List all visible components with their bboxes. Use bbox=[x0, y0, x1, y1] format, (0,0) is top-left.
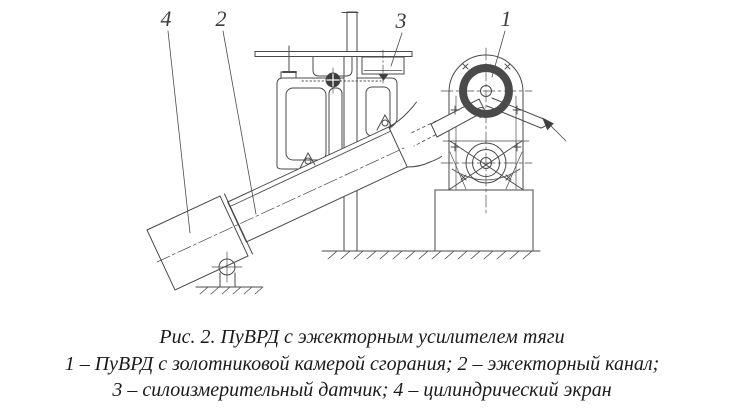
bell-mouth bbox=[388, 101, 417, 128]
callout-label-3: 3 bbox=[395, 8, 407, 33]
force-sensor bbox=[361, 49, 405, 84]
engine-pedestal bbox=[434, 189, 534, 252]
support-column bbox=[341, 11, 359, 252]
pulsejet-engine bbox=[430, 47, 567, 252]
tube-centerline bbox=[156, 147, 405, 263]
ground-hatching bbox=[327, 250, 533, 260]
figure-caption-block: Рис. 2. ПуВРД с эжекторным усилителем тя… bbox=[0, 324, 724, 403]
fuel-line bbox=[486, 97, 567, 142]
figure-legend-line-2: 3 – силоизмерительный датчик; 4 – цилинд… bbox=[112, 379, 612, 401]
technical-drawing: 4 2 3 1 bbox=[146, 6, 567, 295]
leader-line-4 bbox=[167, 30, 191, 234]
callout-label-1: 1 bbox=[501, 6, 512, 31]
callout-label-2: 2 bbox=[216, 6, 227, 31]
knife-edge bbox=[378, 73, 389, 81]
figure-legend-line-1: 1 – ПуВРД с золотниковой камерой сгорани… bbox=[64, 353, 660, 375]
roller-ground-hatching bbox=[199, 286, 264, 295]
callout-label-4: 4 bbox=[161, 6, 172, 31]
ground bbox=[321, 250, 541, 260]
leader-line-1 bbox=[491, 30, 506, 78]
pivot-joint bbox=[301, 67, 382, 94]
roller-support bbox=[195, 251, 264, 295]
mounting-plate bbox=[254, 51, 413, 57]
figure-caption: Рис. 2. ПуВРД с эжекторным усилителем тя… bbox=[159, 326, 565, 348]
frame-window-left bbox=[285, 87, 327, 161]
ejector-channel bbox=[227, 101, 442, 243]
suspension-ears bbox=[299, 113, 393, 169]
reference-marks bbox=[450, 63, 522, 181]
callouts: 4 2 3 1 bbox=[161, 6, 512, 234]
hanger-bolt bbox=[282, 45, 297, 73]
leader-line-3 bbox=[390, 32, 403, 67]
flow-arrow bbox=[542, 117, 554, 131]
screen-flange bbox=[224, 193, 253, 255]
cylindrical-screen bbox=[146, 193, 253, 291]
leader-line-2 bbox=[222, 30, 257, 215]
